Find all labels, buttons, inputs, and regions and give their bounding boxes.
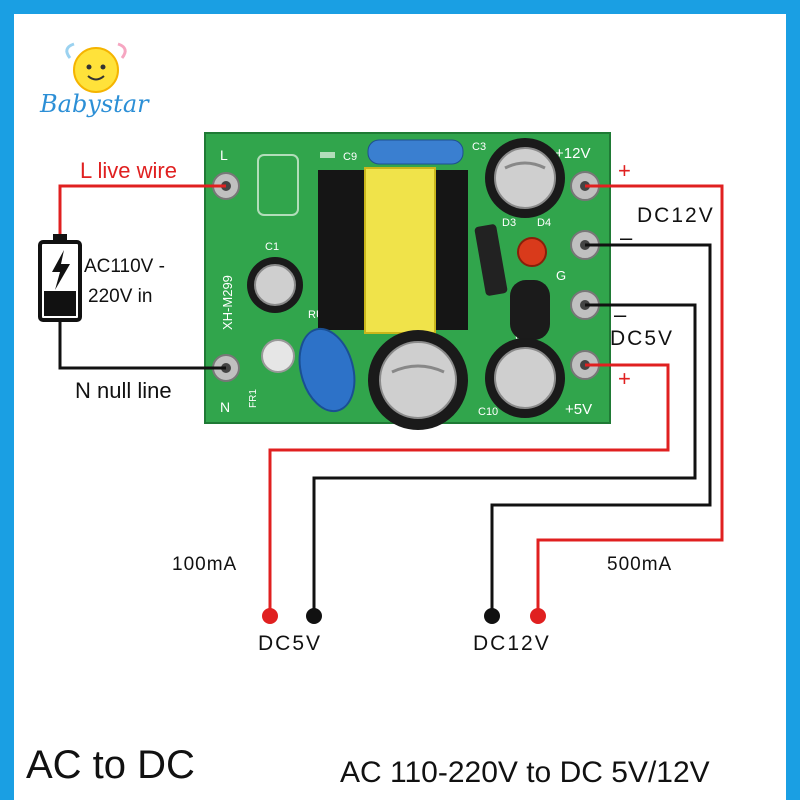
brand-name: Babystar: [39, 90, 150, 118]
capacitor-main: [368, 330, 468, 430]
label-c9: C9: [343, 151, 357, 163]
sun-face-icon: [73, 47, 119, 93]
capacitor-c10: [485, 338, 565, 418]
capacitor-c1: [247, 257, 303, 313]
brand-logo: Babystar: [39, 42, 150, 118]
null-wire: [58, 320, 226, 370]
live-wire: [58, 184, 226, 234]
dc12v-side-label: DC12V: [637, 204, 715, 227]
board-model-label: XH-M299: [220, 275, 235, 330]
label-c3: C3: [472, 141, 486, 153]
varistor: [298, 327, 356, 413]
ac-input-label-line2: 220V in: [88, 286, 152, 307]
ac-input-battery-icon: [38, 234, 82, 322]
ac-input-label-line1: AC110V -: [84, 256, 165, 277]
wire-5v-negative: [312, 303, 697, 612]
diode: [474, 224, 508, 296]
led-indicator: [517, 237, 547, 267]
label-c10: C10: [478, 406, 498, 418]
dc5v-side-label: DC5V: [610, 327, 674, 350]
dc5v-negative-terminal: [306, 608, 322, 624]
wire-12v-positive: [536, 184, 724, 612]
capacitor-c3: [485, 138, 565, 218]
capacitor-c9: [367, 139, 464, 165]
label-c1: C1: [265, 241, 279, 253]
dc5v-positive-terminal: [262, 608, 278, 624]
pin-label-L: L: [220, 147, 228, 163]
pin-label-12v: +12V: [555, 145, 590, 162]
label-d3: D3: [502, 217, 516, 229]
live-wire-label: L live wire: [80, 158, 177, 183]
transformer-bobbin: [364, 167, 436, 334]
label-fr1: FR1: [248, 389, 259, 408]
plus-top-label: +: [618, 158, 631, 183]
null-line-label: N null line: [75, 378, 172, 403]
minus-12v-label: –: [620, 225, 633, 250]
pcb-board: L N +12V +5V G XH-M299 C9 C3 B1 D3 D4 C1…: [204, 132, 611, 430]
pin-label-G: G: [556, 268, 566, 283]
wire-5v-positive: [268, 363, 670, 612]
pin-label-5v: +5V: [565, 401, 592, 418]
dc5v-terminal-label: DC5V: [258, 632, 322, 655]
dc12v-negative-terminal: [484, 608, 500, 624]
footer-spec: AC 110-220V to DC 5V/12V: [340, 756, 710, 789]
current-12v-label: 500mA: [607, 554, 672, 575]
label-d4: D4: [537, 217, 551, 229]
pin-label-N: N: [220, 399, 230, 415]
voltage-regulator: [510, 280, 550, 340]
wire-12v-negative: [490, 243, 712, 612]
dc12v-positive-terminal: [530, 608, 546, 624]
plus-bottom-label: +: [618, 366, 631, 391]
current-5v-label: 100mA: [172, 554, 237, 575]
footer-title: AC to DC: [26, 743, 195, 787]
fuse-resistor: [261, 339, 295, 373]
minus-5v-label: –: [614, 302, 627, 327]
dc12v-terminal-label: DC12V: [473, 632, 551, 655]
